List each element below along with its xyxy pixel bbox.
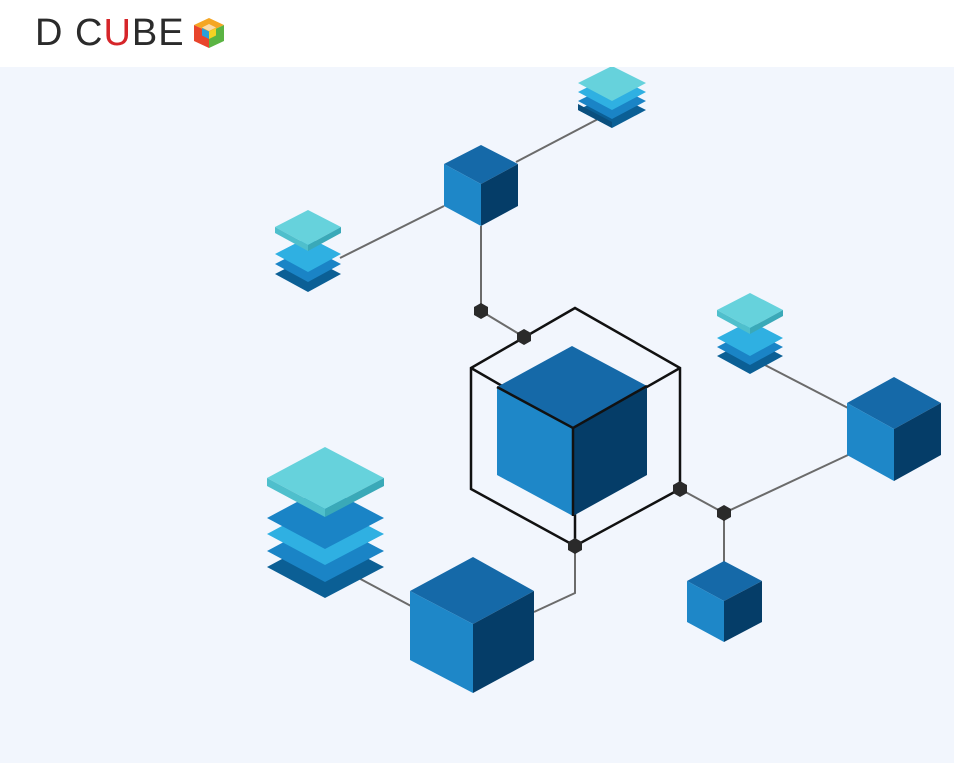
data-stack-left — [275, 210, 341, 292]
connector-node — [474, 303, 488, 319]
connector-node — [717, 505, 731, 521]
data-stack-top-right — [578, 67, 646, 128]
connector-line — [480, 226, 525, 338]
logo-link[interactable]: D CUBE — [35, 13, 227, 53]
connector-node — [568, 538, 582, 554]
hero-section — [0, 67, 954, 763]
multicolor-cube-icon — [193, 18, 224, 48]
site-header: D CUBE — [0, 0, 954, 67]
connector-line — [679, 454, 849, 515]
connector-line — [762, 363, 849, 409]
cube-central — [496, 346, 648, 516]
connector-nodes — [474, 303, 731, 554]
cube-network-illustration — [267, 67, 941, 693]
connector-line — [515, 117, 601, 163]
connector-node — [673, 481, 687, 497]
connector-node — [517, 329, 531, 345]
connector-line — [339, 205, 445, 259]
connector-line — [352, 574, 412, 607]
connector-line — [533, 546, 576, 613]
data-stack-right — [717, 293, 783, 374]
cube-small-bottom-right — [687, 561, 762, 642]
data-stack-bottom-left — [267, 447, 384, 598]
cube-top — [444, 145, 518, 226]
cube-bottom — [410, 557, 534, 693]
cube-right — [847, 377, 941, 481]
logo-wordmark: D CUBE — [35, 12, 185, 54]
